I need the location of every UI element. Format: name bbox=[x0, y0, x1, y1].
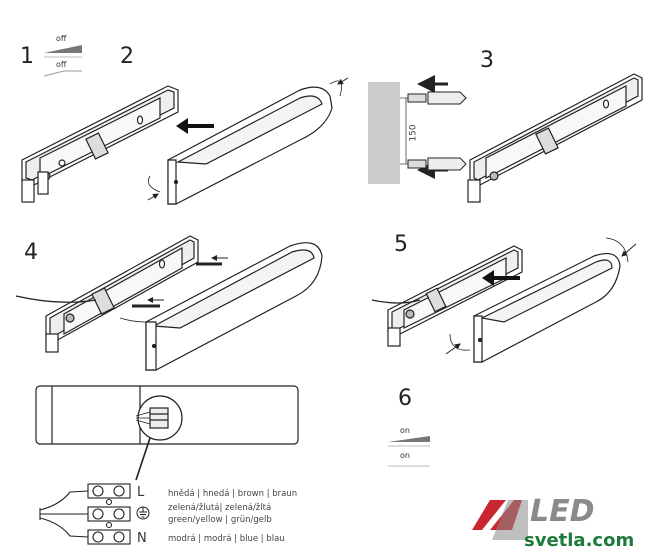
logo-brand: LED bbox=[530, 494, 595, 529]
lamp-cover-4 bbox=[145, 242, 323, 371]
wire-label-blue: modrá | modrá | blue | blau bbox=[168, 534, 285, 544]
screw-icon bbox=[132, 255, 228, 308]
mounting-plate-4 bbox=[45, 235, 199, 353]
lamp-cover-2 bbox=[167, 86, 333, 205]
wire-label-green-yellow-2: green/yellow | grün/gelb bbox=[168, 515, 272, 525]
arrow-left-icon bbox=[482, 270, 520, 286]
dimension-label: 150 bbox=[408, 124, 419, 142]
step-number-5: 5 bbox=[394, 232, 408, 257]
power-cable bbox=[15, 295, 97, 303]
logo-domain: svetla.com bbox=[524, 530, 635, 551]
switch-label-on: on bbox=[400, 451, 410, 460]
step-number-3: 3 bbox=[480, 48, 494, 73]
mounting-plate-5 bbox=[387, 245, 523, 347]
arrow-left-icon bbox=[176, 118, 214, 134]
mounting-plate-2 bbox=[21, 85, 179, 203]
lamp-cover-5 bbox=[473, 253, 621, 363]
power-cable bbox=[371, 299, 421, 304]
switch-off-icon bbox=[43, 45, 82, 77]
terminal-label-l: L bbox=[137, 485, 145, 500]
terminal-block bbox=[39, 483, 131, 545]
wire-label-green-yellow: zelená/žlutá| zelená/žltá bbox=[168, 503, 272, 513]
ledsvetla-logo-mark bbox=[472, 500, 528, 540]
switch-label-off: off bbox=[56, 60, 67, 69]
wire-label-brown: hnědá | hnedá | brown | braun bbox=[168, 489, 298, 499]
screw-icon bbox=[147, 77, 349, 201]
step-number-6: 6 bbox=[398, 386, 412, 411]
wall-section bbox=[368, 82, 420, 184]
dowel-screw-icon bbox=[407, 75, 467, 179]
step-number-4: 4 bbox=[24, 240, 38, 265]
terminal-label-n: N bbox=[137, 531, 147, 546]
switch-label-off: off bbox=[56, 34, 67, 43]
step-number-1: 1 bbox=[20, 44, 34, 69]
switch-label-on: on bbox=[400, 426, 410, 435]
ground-icon bbox=[136, 506, 150, 520]
lamp-back-view bbox=[35, 385, 299, 481]
step-number-2: 2 bbox=[120, 44, 134, 69]
mounting-plate-3 bbox=[467, 73, 643, 203]
switch-on-icon bbox=[388, 436, 430, 467]
screw-icon bbox=[445, 237, 637, 355]
